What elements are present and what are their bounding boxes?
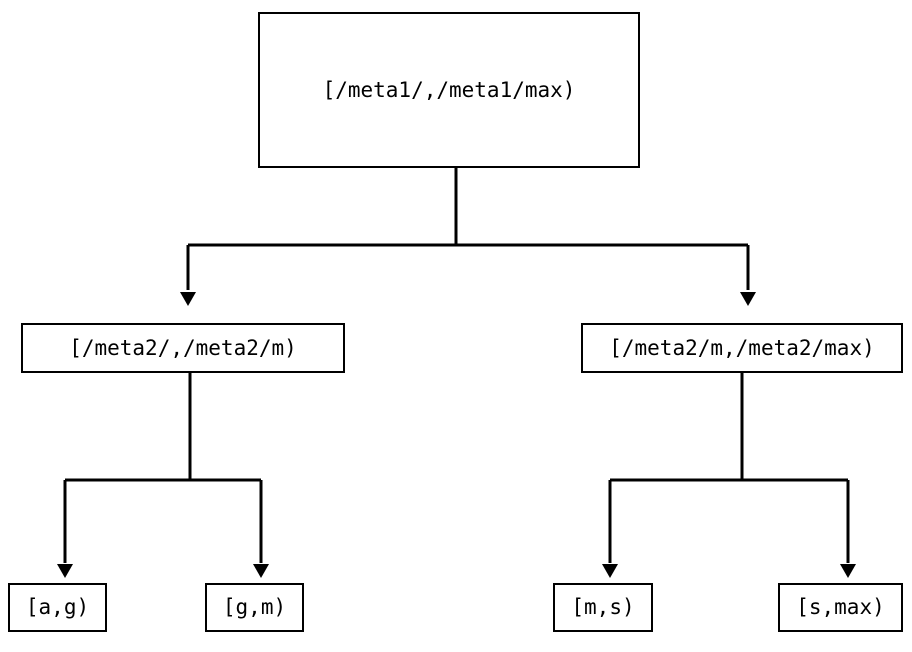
node-leaf-2[interactable]: [g,m)	[205, 583, 304, 632]
node-mid-right[interactable]: [/meta2/m,/meta2/max)	[581, 323, 903, 373]
arrowhead-to-mid-left	[180, 292, 196, 306]
node-mid-left[interactable]: [/meta2/,/meta2/m)	[21, 323, 345, 373]
node-mid-right-label: [/meta2/m,/meta2/max)	[609, 335, 875, 360]
node-leaf-3[interactable]: [m,s)	[553, 583, 653, 632]
node-root-label: [/meta1/,/meta1/max)	[322, 77, 576, 102]
arrowhead-to-mid-right	[740, 292, 756, 306]
arrowhead-to-leaf-3	[602, 564, 618, 578]
arrowhead-to-leaf-4	[840, 564, 856, 578]
node-leaf-3-label: [m,s)	[571, 595, 635, 619]
arrowhead-to-leaf-1	[57, 564, 73, 578]
arrowhead-to-leaf-2	[253, 564, 269, 578]
node-leaf-2-label: [g,m)	[222, 595, 287, 619]
node-leaf-4-label: [s,max)	[796, 595, 885, 619]
node-root[interactable]: [/meta1/,/meta1/max)	[258, 12, 640, 168]
node-mid-left-label: [/meta2/,/meta2/m)	[69, 335, 297, 360]
node-leaf-4[interactable]: [s,max)	[778, 583, 903, 632]
node-leaf-1[interactable]: [a,g)	[8, 583, 107, 632]
node-leaf-1-label: [a,g)	[25, 595, 90, 619]
